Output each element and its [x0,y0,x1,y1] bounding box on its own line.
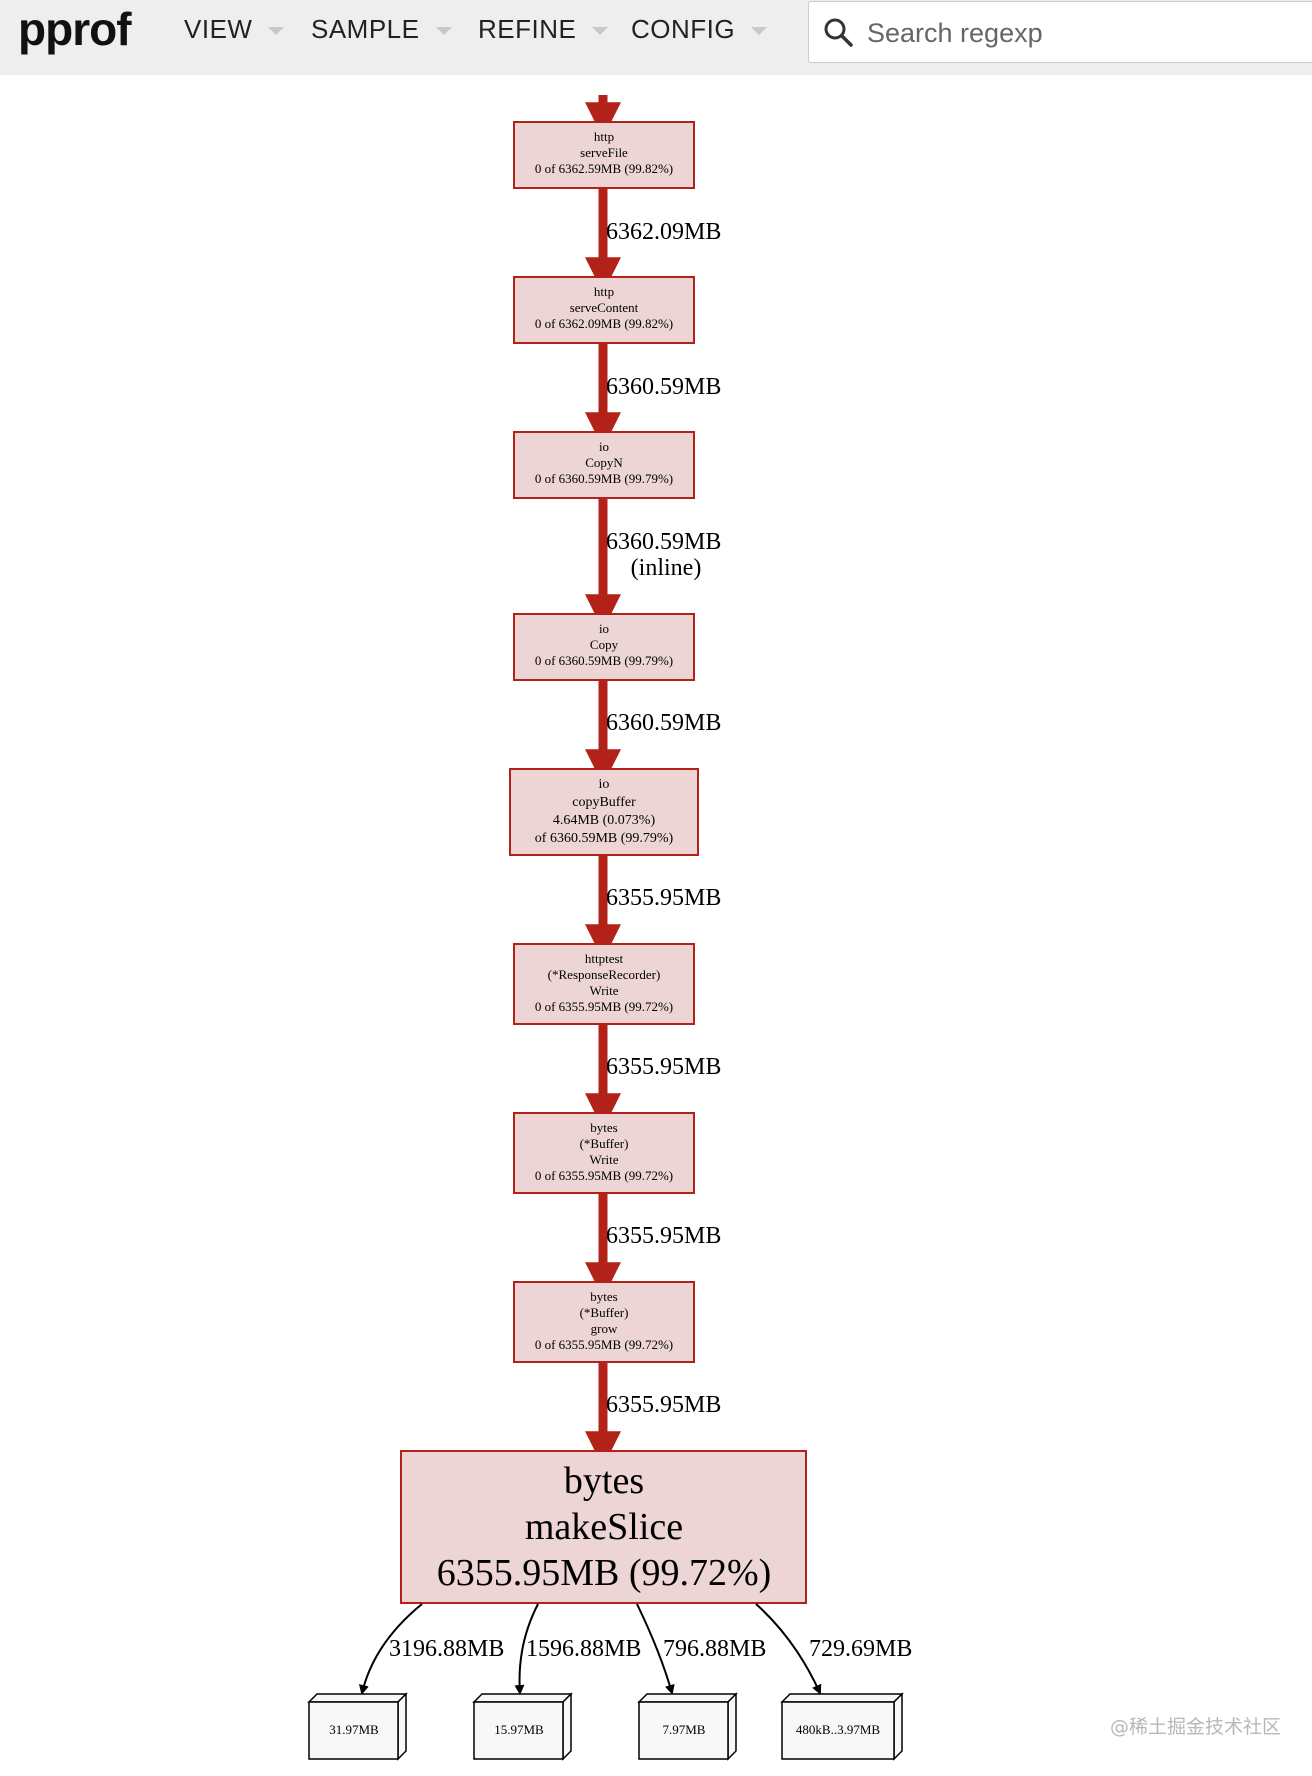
leaf-label: 15.97MB [494,1722,544,1737]
leaf-edge[interactable] [636,1603,675,1695]
node-line: httptest [585,951,624,966]
node-line: (*Buffer) [580,1305,629,1320]
leaf-edge-label: 729.69MB [809,1636,912,1662]
call-graph: 6362.09MB 6360.59MB 6360.59MB (inline) 6… [307,95,912,1761]
node-line: CopyN [585,455,623,470]
edge-label: 6355.95MB [606,1392,721,1418]
chevron-down-icon [435,26,452,35]
leaf-edge-label: 796.88MB [663,1636,766,1662]
menu-sample[interactable]: SAMPLE [311,14,452,45]
leaf-label: 7.97MB [663,1722,706,1737]
menu-config[interactable]: CONFIG [631,14,768,45]
top-toolbar: pprof VIEW SAMPLE REFINE CONFIG [0,0,1312,75]
node-line: serveContent [570,300,639,315]
graph-node[interactable]: bytes (*Buffer) Write 0 of 6355.95MB (99… [513,1112,695,1194]
leaf-node[interactable]: 480kB..3.97MB [780,1692,904,1761]
chevron-down-icon [268,26,285,35]
graph-node[interactable]: bytes (*Buffer) grow 0 of 6355.95MB (99.… [513,1281,695,1363]
node-line: Write [589,1152,618,1167]
graph-node-makeslice[interactable]: bytes makeSlice 6355.95MB (99.72%) [400,1450,807,1604]
menu-refine[interactable]: REFINE [478,14,609,45]
node-line: Write [589,983,618,998]
leaf-label: 31.97MB [329,1722,379,1737]
search-box[interactable] [808,1,1312,63]
node-line: 0 of 6360.59MB (99.79%) [535,653,673,668]
chevron-down-icon [592,26,609,35]
menu-refine-label: REFINE [478,14,577,44]
leaf-edge[interactable] [514,1603,539,1695]
leaf-edge[interactable] [755,1603,822,1695]
node-line: 0 of 6362.09MB (99.82%) [535,316,673,331]
search-icon [824,18,853,47]
edge-label: 6360.59MB [606,374,721,400]
edge-label: 6355.95MB [606,885,721,911]
node-line: of 6360.59MB (99.79%) [535,831,674,846]
edge-label-inline: (inline) [631,555,702,581]
node-line: 0 of 6362.59MB (99.82%) [535,161,673,176]
node-line: io [599,439,609,454]
node-line: io [599,621,609,636]
leaf-edge-label: 3196.88MB [389,1636,504,1662]
leaf-node[interactable]: 7.97MB [637,1692,738,1761]
node-line: bytes [564,1460,644,1502]
node-line: (*ResponseRecorder) [548,967,661,982]
node-line: serveFile [580,145,628,160]
leaf-node[interactable]: 31.97MB [307,1692,408,1761]
graph-node[interactable]: io copyBuffer 4.64MB (0.073%) of 6360.59… [509,768,699,856]
edge-label: 6362.09MB [606,219,721,245]
edge-label: 6355.95MB [606,1054,721,1080]
menu-sample-label: SAMPLE [311,14,420,44]
node-line: http [594,284,614,299]
node-line: 0 of 6355.95MB (99.72%) [535,1168,673,1183]
node-line: http [594,129,614,144]
leaf-edge-label: 1596.88MB [526,1636,641,1662]
menu-view[interactable]: VIEW [184,14,285,45]
edge-label: 6355.95MB [606,1223,721,1249]
node-line: grow [591,1321,618,1336]
node-line: 4.64MB (0.073%) [553,813,656,828]
leaf-label: 480kB..3.97MB [796,1722,880,1737]
edge-label: 6360.59MB [606,529,721,555]
node-line: 0 of 6355.95MB (99.72%) [535,999,673,1014]
edge-label: 6360.59MB [606,710,721,736]
node-line: bytes [590,1120,617,1135]
watermark: @稀土掘金技术社区 [1110,1716,1282,1738]
node-line: 0 of 6360.59MB (99.79%) [535,471,673,486]
node-line: (*Buffer) [580,1136,629,1151]
search-input[interactable] [865,12,1309,54]
pprof-logo[interactable]: pprof [18,3,132,55]
graph-node[interactable]: http serveContent 0 of 6362.09MB (99.82%… [513,276,695,344]
graph-node[interactable]: httptest (*ResponseRecorder) Write 0 of … [513,943,695,1025]
node-line: 0 of 6355.95MB (99.72%) [535,1337,673,1352]
graph-node[interactable]: io CopyN 0 of 6360.59MB (99.79%) [513,431,695,499]
node-line: 6355.95MB (99.72%) [437,1552,772,1594]
graph-node[interactable]: io Copy 0 of 6360.59MB (99.79%) [513,613,695,681]
menu-config-label: CONFIG [631,14,736,44]
node-line: makeSlice [525,1506,683,1548]
chevron-down-icon [751,26,768,35]
node-line: copyBuffer [572,795,636,810]
node-line: bytes [590,1289,617,1304]
node-line: io [599,777,610,792]
graph-node[interactable]: http serveFile 0 of 6362.59MB (99.82%) [513,121,695,189]
leaf-edge[interactable] [359,1603,423,1695]
leaf-node[interactable]: 15.97MB [472,1692,573,1761]
menu-view-label: VIEW [184,14,253,44]
node-line: Copy [590,637,619,652]
